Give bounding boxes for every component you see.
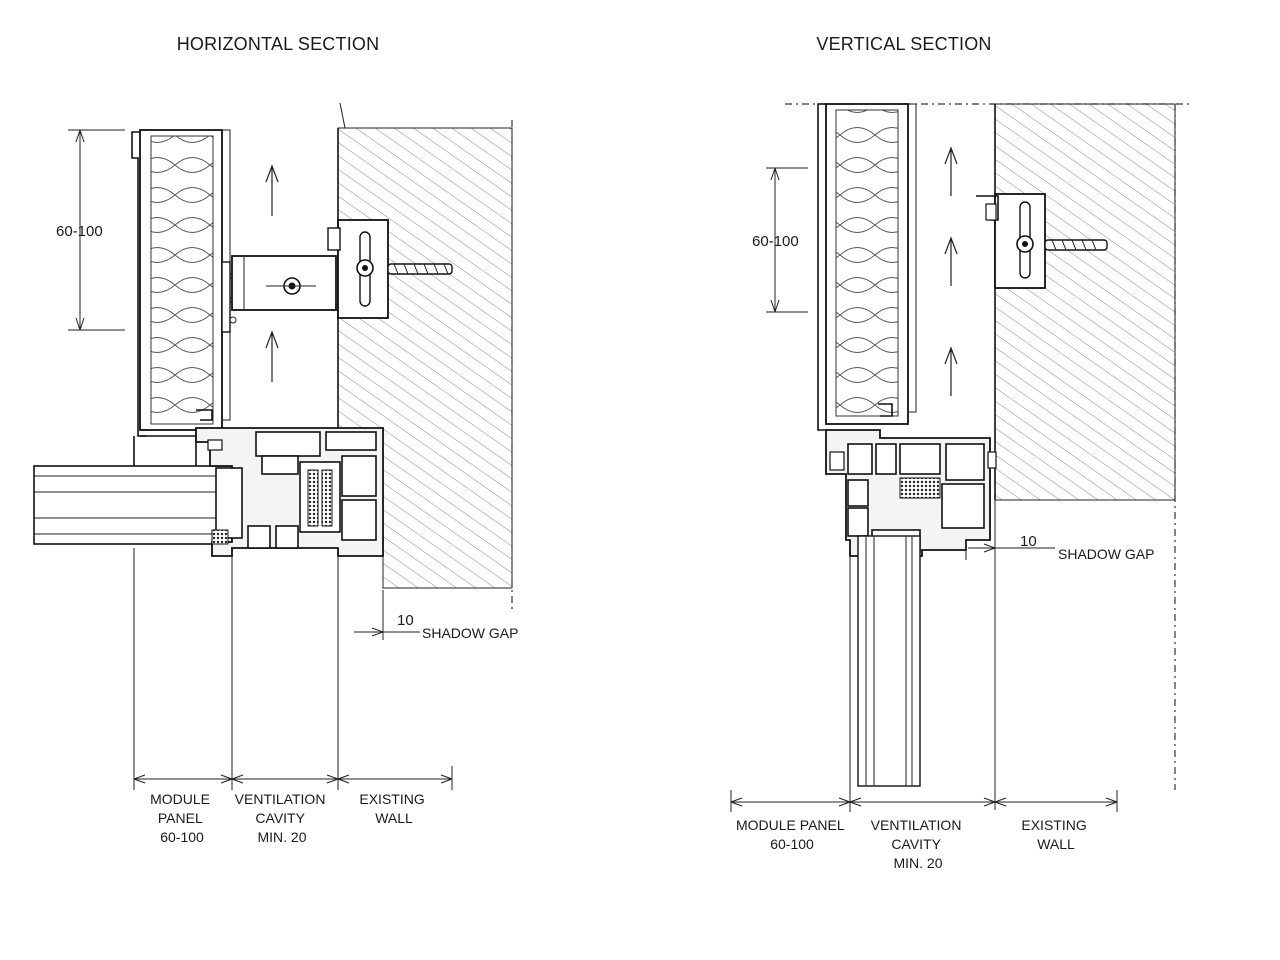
module-panel-vertical — [817, 103, 917, 431]
airflow-arrows — [265, 164, 279, 382]
vertical-section: VERTICAL SECTION 60-100 — [730, 34, 1192, 871]
shadow-gap-dimension: 10 SHADOW GAP — [337, 556, 518, 641]
panel-height-dimension: 60-100 — [56, 129, 125, 331]
zone-dimensions: MODULE PANEL 60-100 VENTILATION CAVITY M… — [133, 548, 453, 845]
support-bracket — [231, 219, 453, 319]
shadow-gap-dimension-vertical: 10 SHADOW GAP — [965, 500, 1154, 810]
horizontal-section: HORIZONTAL SECTION 60-100 — [33, 34, 518, 845]
existing-wall-label-vertical: EXISTING WALL — [1021, 817, 1090, 852]
module-panel-label-vertical: MODULE PANEL 60-100 — [736, 817, 848, 852]
window-frame-profile — [33, 427, 384, 557]
vertical-section-title: VERTICAL SECTION — [816, 34, 991, 54]
existing-wall-vertical — [994, 103, 1176, 501]
panel-height-dimension-vertical: 60-100 — [752, 167, 808, 313]
existing-wall-label: EXISTING WALL — [359, 791, 428, 826]
ventilation-cavity-label-vertical: VENTILATION CAVITY MIN. 20 — [871, 817, 966, 871]
ventilation-cavity-label: VENTILATION CAVITY MIN. 20 — [235, 791, 330, 845]
shadow-gap-value-vertical: 10 — [1020, 533, 1037, 550]
shadow-gap-label: SHADOW GAP — [422, 625, 518, 641]
shadow-gap-value: 10 — [397, 612, 414, 629]
module-panel-label: MODULE PANEL 60-100 — [150, 791, 214, 845]
panel-dimension-label: 60-100 — [56, 223, 103, 240]
glazing-unit — [857, 535, 921, 787]
shadow-gap-label-vertical: SHADOW GAP — [1058, 546, 1154, 562]
airflow-arrows-vertical — [944, 146, 958, 396]
module-panel — [131, 129, 237, 437]
support-bracket-vertical — [976, 193, 1108, 289]
zone-dimensions-vertical: MODULE PANEL 60-100 VENTILATION CAVITY M… — [730, 556, 1118, 871]
horizontal-section-title: HORIZONTAL SECTION — [177, 34, 380, 54]
panel-dimension-label-vertical: 60-100 — [752, 233, 799, 250]
